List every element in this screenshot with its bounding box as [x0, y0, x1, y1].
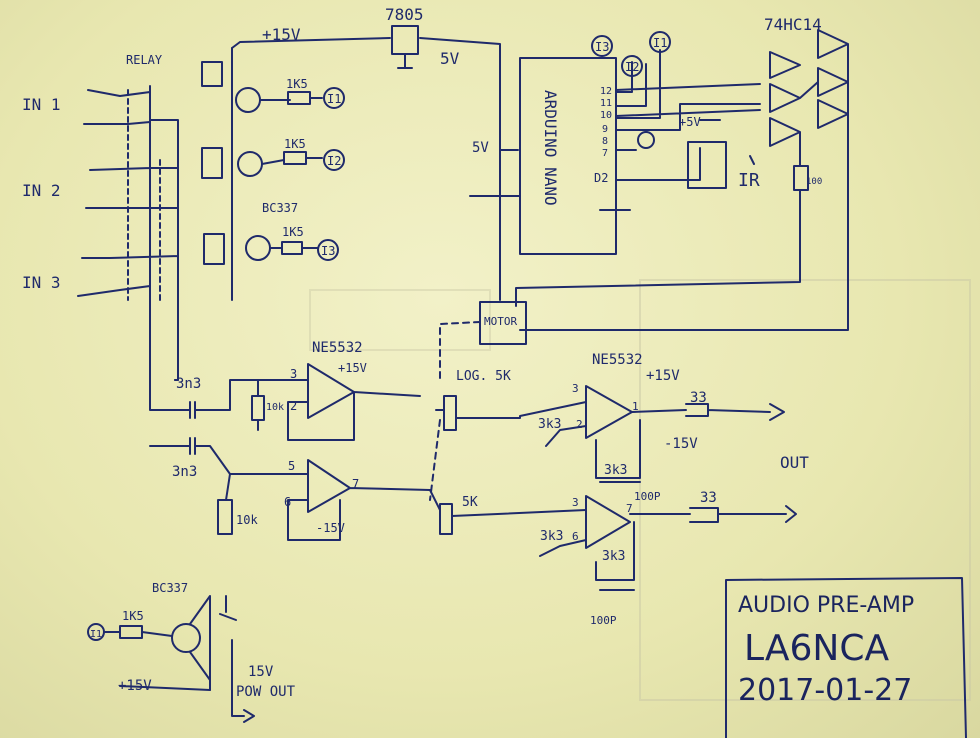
pin-label: 8: [602, 136, 608, 147]
pin-label: 5: [288, 459, 295, 473]
transistor-label: BC337: [262, 201, 298, 215]
pot-label: 5K: [462, 495, 478, 510]
pin-label: 10: [600, 110, 612, 121]
pot-label: LOG. 5K: [456, 369, 511, 384]
resistor-label: 1K5: [286, 77, 308, 91]
indicator-label: I1: [653, 36, 667, 50]
mcu-section: ARDUINO NANO 12 11 10 9 8 7 D2 I3 I2 I1 …: [469, 31, 761, 255]
pin-label: 11: [600, 98, 612, 109]
mcu-label: ARDUINO NANO: [541, 90, 560, 206]
resistor-label: 10k: [266, 402, 284, 413]
resistor-label: 1K5: [284, 137, 306, 151]
ir-receiver: [687, 141, 727, 189]
title-text: AUDIO PRE-AMP: [738, 593, 914, 618]
relay-label: RELAY: [126, 53, 163, 67]
pin-label: 6: [572, 530, 579, 543]
rail-label: +15V: [118, 678, 152, 694]
opamp-label: NE5532: [312, 340, 363, 356]
cap-label: 100P: [634, 490, 661, 503]
input-buffers: 3n3 3n3 10k NE5532 +15V 3 2 10k 5 6 7 -1…: [149, 340, 441, 541]
pin-label: 3: [572, 382, 579, 395]
indicator-i1-icon: [323, 87, 345, 109]
rail-label: +15V: [262, 25, 301, 44]
opamp-supply-label: +15V: [646, 368, 680, 384]
resistor-label: 3k3: [602, 549, 625, 564]
cap-label: 100P: [590, 614, 617, 627]
indicator-label: I3: [321, 244, 335, 258]
input-3-label: IN 3: [22, 273, 61, 292]
resistor-label: 3k3: [540, 529, 563, 544]
input-selector: RELAY IN 1 IN 2 IN 3: [22, 53, 225, 411]
pin-label: 1: [632, 400, 639, 413]
callsign-text: LA6NCA: [744, 628, 889, 669]
resistor-label: 3k3: [604, 463, 627, 478]
opamp-label: NE5532: [592, 352, 643, 368]
pin-label: 9: [602, 124, 608, 135]
pin-label: 7: [626, 502, 633, 515]
resistor-label: 3k3: [538, 417, 561, 432]
mcu-supply-label: 5V: [472, 140, 489, 156]
pin-label: 2: [576, 418, 583, 431]
pin-label: 3: [572, 496, 579, 509]
print-through: [309, 279, 971, 701]
power-out-label: 15V: [248, 664, 274, 680]
motor-section: MOTOR: [429, 301, 527, 501]
indicator-label: I2: [625, 60, 639, 74]
power-section: 7805 +15V 5V 5V: [231, 5, 519, 301]
cap-label: 3n3: [176, 376, 201, 392]
pin-label: 3: [290, 367, 297, 381]
relay-drivers: I1 I2 I3 1K5 1K5 1K5 BC337: [231, 47, 345, 301]
power-out-label: POW OUT: [236, 684, 296, 700]
pin-label: 7: [602, 148, 608, 159]
opamp-supply-label: +15V: [338, 361, 367, 375]
indicator-label: I1: [327, 92, 341, 106]
output-amps: NE5532 +15V -15V 33 3k3 3k3 100P 3 2 1 O…: [538, 352, 809, 627]
regulator-out-label: 5V: [440, 49, 460, 68]
pin-label: 12: [600, 86, 612, 97]
pin-label: 7: [352, 477, 359, 491]
resistor-label: 1K5: [282, 225, 304, 239]
resistor-label: 1K5: [122, 609, 144, 623]
output-label: OUT: [780, 453, 809, 472]
power-out: I1 1K5 BC337 +15V 15V POW OUT: [87, 581, 296, 723]
pin-label: 2: [290, 399, 297, 413]
ir-label: IR: [738, 170, 760, 191]
resistor-label: 33: [700, 490, 717, 506]
pin-label: D2: [594, 171, 608, 185]
inverter-label: 74HC14: [764, 15, 822, 34]
pin-label: 6: [284, 495, 291, 509]
input-1-label: IN 1: [22, 95, 61, 114]
resistor-label: 10k: [236, 513, 258, 527]
regulator-label: 7805: [385, 5, 424, 24]
indicator-i3-icon: [317, 239, 339, 261]
transistor-label: BC337: [152, 581, 188, 595]
indicator-label: I3: [595, 40, 609, 54]
resistor-label: 33: [690, 390, 707, 406]
date-text: 2017-01-27: [738, 673, 912, 708]
regulator-7805: [391, 25, 419, 55]
opamp-supply-label: -15V: [316, 521, 345, 535]
cap-label: 3n3: [172, 464, 197, 480]
opamp-supply-label: -15V: [664, 436, 698, 452]
resistor-label: 100: [806, 177, 822, 187]
indicator-label: I1: [90, 629, 102, 640]
input-2-label: IN 2: [22, 181, 61, 200]
motor-label: MOTOR: [484, 315, 517, 328]
indicator-label: I2: [327, 154, 341, 168]
volume-pots: LOG. 5K 5K: [435, 369, 587, 535]
ir-supply-label: +5V: [679, 115, 701, 129]
arduino-nano: [519, 57, 617, 255]
title-block: AUDIO PRE-AMP LA6NCA 2017-01-27: [725, 577, 967, 738]
indicator-i2-icon: [323, 149, 345, 171]
inverter-section: 74HC14 100: [515, 15, 849, 331]
